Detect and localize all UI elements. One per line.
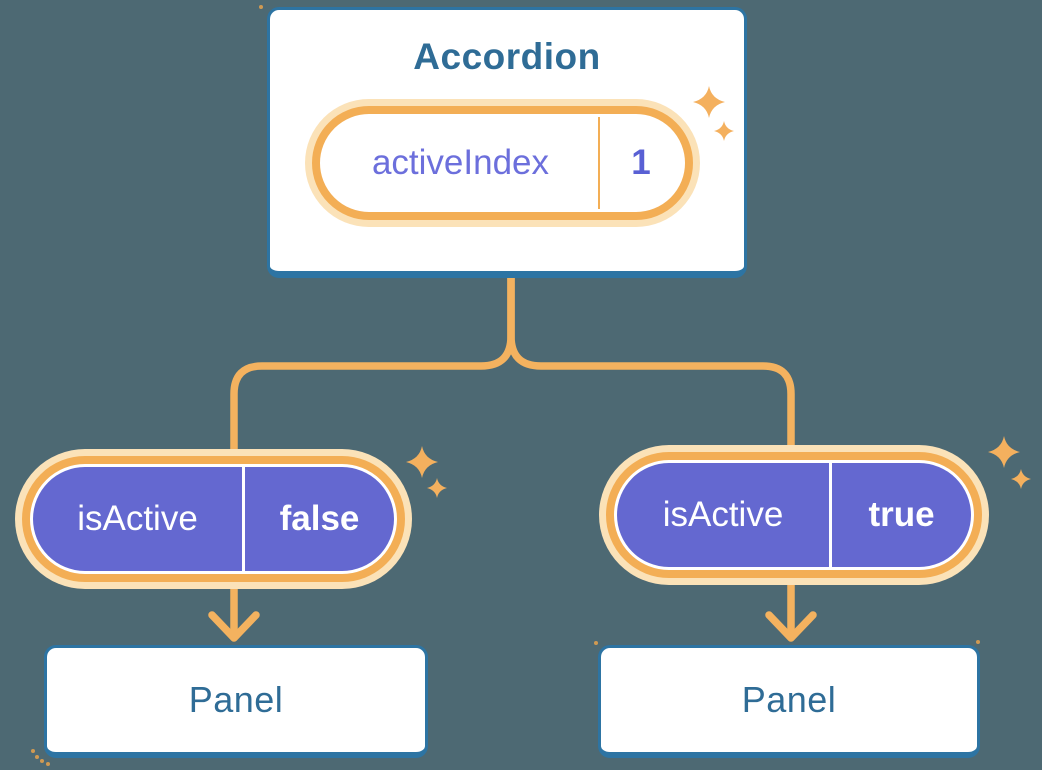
accordion-component-card: Accordion activeIndex 1 (267, 7, 747, 278)
prop-pill-inner: isActive true (617, 463, 971, 567)
sparkle-icon (714, 121, 734, 141)
pill-divider (829, 463, 832, 567)
connector-right-branch (507, 273, 795, 636)
state-pill-activeindex: activeIndex 1 (312, 106, 693, 220)
sparkle-icon (406, 446, 438, 478)
corner-dot (259, 5, 263, 9)
state-value: 1 (631, 143, 651, 182)
prop-value: false (279, 499, 360, 538)
corner-dot (594, 641, 598, 645)
corner-dot (976, 640, 980, 644)
prop-pill-isactive-false: isActive false (22, 456, 405, 582)
sparkle-icon (988, 436, 1020, 468)
state-pill-inner: activeIndex 1 (323, 117, 682, 209)
arrowhead-right-icon (765, 611, 817, 642)
panel-title: Panel (188, 679, 284, 720)
corner-dot (35, 755, 39, 759)
prop-label: isActive (662, 495, 784, 534)
sparkle-icon (693, 86, 725, 118)
prop-label: isActive (77, 499, 198, 538)
pill-divider (598, 117, 600, 209)
panel-card-left: Panel (44, 645, 428, 758)
sparkle-icon (1011, 469, 1031, 489)
state-label: activeIndex (371, 143, 550, 182)
sparkle-icon (427, 478, 447, 498)
prop-pill-inner: isActive false (33, 467, 394, 571)
arrowhead-left-icon (208, 611, 260, 642)
prop-value: true (868, 495, 935, 534)
panel-card-right: Panel (598, 645, 980, 758)
prop-pill-isactive-true: isActive true (606, 452, 982, 578)
pill-divider (242, 467, 245, 571)
corner-dot (31, 749, 35, 753)
corner-dot (46, 762, 50, 766)
panel-title: Panel (741, 679, 837, 720)
corner-dot (40, 759, 44, 763)
accordion-title: Accordion (413, 36, 601, 77)
